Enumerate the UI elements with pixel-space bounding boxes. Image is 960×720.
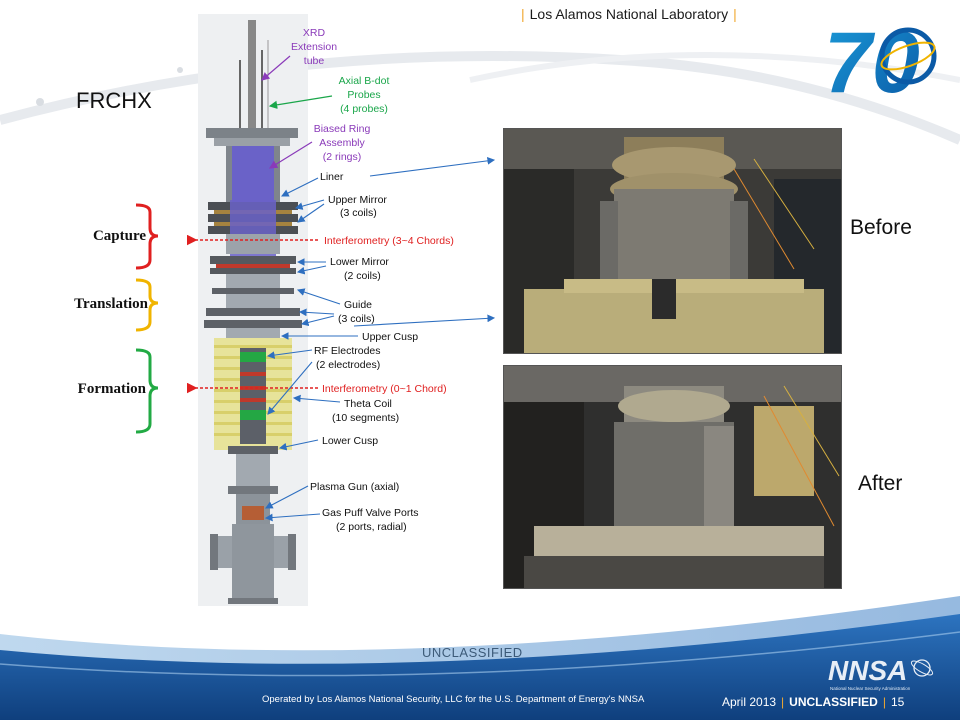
footer-band bbox=[0, 596, 960, 720]
nnsa-logo: NNSA National Nuclear Security Administr… bbox=[828, 655, 934, 691]
header-lab-name: |Los Alamos National Laboratory| bbox=[521, 6, 737, 22]
label-rf-electrodes-line1: RF Electrodes bbox=[314, 345, 381, 357]
label-upper-mirror-line1: Upper Mirror bbox=[328, 194, 387, 206]
slide-title: FRCHX bbox=[76, 88, 152, 113]
label-biased-ring-line1: Biased Ring bbox=[314, 123, 371, 135]
footer-meta: April 2013|UNCLASSIFIED|15 bbox=[722, 695, 905, 709]
label-axial-bdot-line3: (4 probes) bbox=[340, 103, 388, 115]
nnsa-logo-subtext: National Nuclear Security Administration bbox=[830, 686, 911, 691]
footer-date: April 2013 bbox=[722, 695, 777, 709]
label-xrd-line2: Extension bbox=[291, 41, 337, 53]
caption-before: Before bbox=[850, 216, 912, 239]
label-interferometry-formation: Interferometry (0~1 Chord) bbox=[322, 383, 447, 395]
section-label-translation: Translation bbox=[74, 296, 149, 312]
section-label-formation: Formation bbox=[78, 381, 147, 397]
anniversary-70-logo: 70 bbox=[824, 15, 937, 100]
label-interferometry-capture: Interferometry (3~4 Chords) bbox=[324, 235, 454, 247]
label-upper-mirror-line2: (3 coils) bbox=[340, 207, 377, 219]
nnsa-logo-text: NNSA bbox=[828, 655, 907, 686]
label-gas-puff-line2: (2 ports, radial) bbox=[336, 521, 407, 533]
label-gas-puff-line1: Gas Puff Valve Ports bbox=[322, 507, 419, 519]
label-xrd-line1: XRD bbox=[303, 27, 326, 39]
label-upper-cusp: Upper Cusp bbox=[362, 331, 418, 343]
label-lower-cusp: Lower Cusp bbox=[322, 435, 378, 447]
label-guide-line1: Guide bbox=[344, 299, 372, 311]
label-axial-bdot-line1: Axial B-dot bbox=[339, 75, 390, 87]
label-liner: Liner bbox=[320, 171, 344, 183]
frchx-schematic: Capture Translation Formation XRD Extens… bbox=[74, 14, 496, 606]
label-theta-coil-line2: (10 segments) bbox=[332, 412, 399, 424]
label-guide-line2: (3 coils) bbox=[338, 313, 375, 325]
label-xrd-line3: tube bbox=[304, 55, 325, 67]
label-biased-ring-line2: Assembly bbox=[319, 137, 365, 149]
label-lower-mirror-line1: Lower Mirror bbox=[330, 256, 389, 268]
footer-operated-by: Operated by Los Alamos National Security… bbox=[262, 694, 645, 705]
label-axial-bdot-line2: Probes bbox=[347, 89, 380, 101]
label-plasma-gun: Plasma Gun (axial) bbox=[310, 481, 399, 493]
label-biased-ring-line3: (2 rings) bbox=[323, 151, 362, 163]
caption-after: After bbox=[858, 472, 903, 495]
label-lower-mirror-line2: (2 coils) bbox=[344, 270, 381, 282]
footer-page-number: 15 bbox=[890, 695, 905, 709]
footer-classification: UNCLASSIFIED bbox=[789, 695, 878, 709]
photo-after bbox=[503, 365, 842, 589]
lab-name-text: Los Alamos National Laboratory bbox=[529, 6, 729, 22]
label-theta-coil-line1: Theta Coil bbox=[344, 398, 392, 410]
photo-before bbox=[503, 128, 842, 354]
section-label-capture: Capture bbox=[93, 228, 146, 244]
label-rf-electrodes-line2: (2 electrodes) bbox=[316, 359, 380, 371]
